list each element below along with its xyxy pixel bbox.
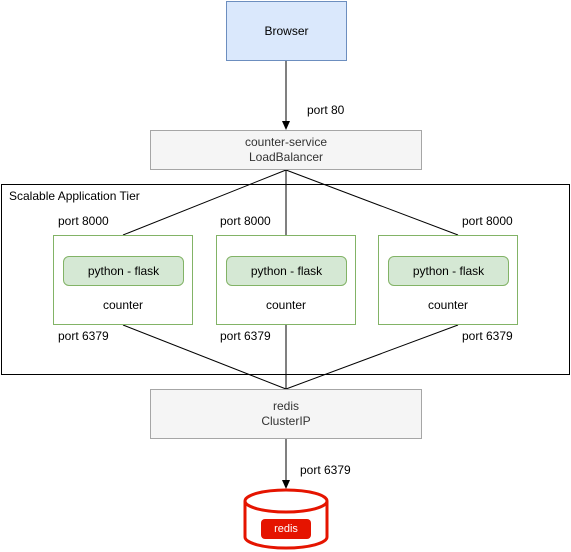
tier-label: Scalable Application Tier [9,189,140,203]
pod-counter-1: python - flask counter [53,235,193,325]
pod-counter-2: python - flask counter [216,235,356,325]
redis-service: redis ClusterIP [150,389,422,439]
pod-3-port-in: port 8000 [462,214,513,228]
database-label: redis [261,519,311,539]
service-type: LoadBalancer [248,150,324,164]
pod-2-label: counter [265,298,307,312]
pod-counter-3: python - flask counter [378,235,518,325]
redis-service-type: ClusterIP [261,414,311,428]
port-label-db: port 6379 [300,463,351,477]
flask-container-3: python - flask [388,256,509,286]
pod-2-port-out: port 6379 [220,329,271,343]
port-label-browser: port 80 [307,103,345,117]
pod-3-label: counter [427,298,469,312]
edge-pod-1-to-redis [122,324,287,390]
browser-node: Browser [226,1,347,61]
flask-container-1: python - flask [63,256,184,286]
load-balancer-service: counter-service LoadBalancer [150,130,422,170]
edge-service-to-pod-1 [122,169,287,236]
redis-service-name: redis [272,399,299,413]
service-name: counter-service [244,135,328,149]
pod-1-port-in: port 8000 [58,214,109,228]
pod-2-port-in: port 8000 [220,214,271,228]
edge-service-to-pod-3 [285,169,459,236]
pod-3-port-out: port 6379 [462,329,513,343]
flask-container-2: python - flask [226,256,347,286]
application-tier-container [1,184,570,375]
edge-pod-3-to-redis [285,324,459,390]
browser-label: Browser [264,23,309,38]
pod-1-label: counter [102,298,144,312]
pod-1-port-out: port 6379 [58,329,109,343]
